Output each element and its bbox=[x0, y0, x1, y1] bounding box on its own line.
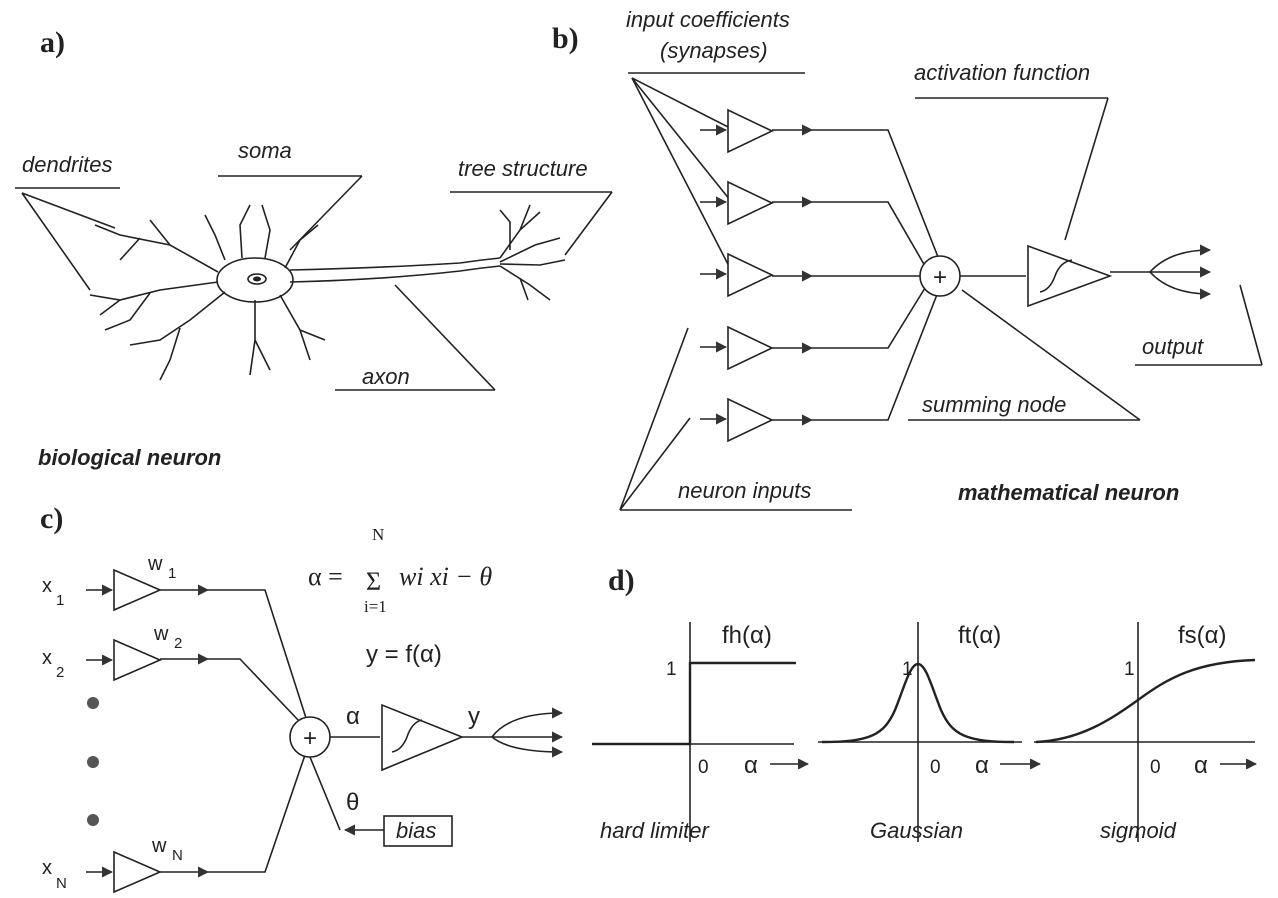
input-n-sub: N bbox=[56, 875, 67, 892]
eq-lhs: α = bbox=[308, 562, 343, 591]
y-label: y bbox=[468, 703, 480, 730]
input-ellipsis bbox=[87, 697, 99, 826]
gaussian-one: 1 bbox=[902, 659, 913, 680]
plot-hard-limiter: fh(α) 1 0 α hard limiter bbox=[592, 622, 810, 843]
activation-function-label: activation function bbox=[914, 60, 1090, 85]
hard-limiter-axis: α bbox=[744, 752, 758, 779]
input-n-label: x bbox=[42, 857, 52, 879]
summing-node-label: summing node bbox=[922, 392, 1066, 417]
input-1-label: x bbox=[42, 575, 52, 597]
synapse-amplifiers bbox=[700, 108, 941, 443]
plot-gaussian: ft(α) 1 0 α Gaussian bbox=[818, 622, 1042, 843]
eq-output: y = f(α) bbox=[366, 641, 442, 668]
activation-equation: N α = Σ wi xi − θ i=1 y = f(α) bbox=[308, 525, 492, 668]
hard-limiter-func-label: fh(α) bbox=[722, 622, 772, 649]
summing-node-c: + bbox=[289, 716, 331, 758]
weight-2-label: w bbox=[153, 623, 169, 645]
dendrites-label: dendrites bbox=[22, 152, 113, 177]
input-2-label: x bbox=[42, 647, 52, 669]
panel-a-callouts bbox=[15, 175, 613, 391]
panel-b-callouts bbox=[619, 72, 1263, 511]
bias-label: bias bbox=[396, 818, 436, 843]
panel-a: a) dendrites soma tree structure axon bi… bbox=[15, 26, 613, 470]
eq-lower-limit: i=1 bbox=[364, 597, 387, 616]
input-coefficients-label: input coefficients bbox=[626, 7, 790, 32]
eq-body: wi xi − θ bbox=[399, 562, 492, 591]
biological-neuron-title: biological neuron bbox=[38, 445, 221, 470]
tree-structure-label: tree structure bbox=[458, 156, 588, 181]
activation-function-c bbox=[381, 703, 465, 772]
weight-n-label: w bbox=[151, 835, 167, 857]
summing-node-c-symbol: + bbox=[303, 725, 317, 752]
input-2: x 2 w 2 bbox=[42, 623, 182, 681]
plot-sigmoid: fs(α) 1 0 α sigmoid bbox=[1034, 622, 1258, 843]
hard-limiter-name: hard limiter bbox=[600, 818, 710, 843]
panel-c-label: c) bbox=[40, 502, 63, 535]
sigmoid-axis: α bbox=[1194, 752, 1208, 779]
panel-a-label: a) bbox=[40, 26, 65, 59]
sigmoid-zero: 0 bbox=[1150, 757, 1161, 778]
input-2-sub: 2 bbox=[56, 664, 64, 681]
hard-limiter-zero: 0 bbox=[698, 757, 709, 778]
bias-box: bias bbox=[383, 815, 453, 847]
gaussian-name: Gaussian bbox=[870, 818, 963, 843]
input-n: x N w N bbox=[42, 835, 183, 892]
eq-upper-limit: N bbox=[372, 525, 384, 544]
panel-c: c) N α = Σ wi xi − θ i=1 y = f(α) x 1 w … bbox=[40, 502, 564, 894]
theta-label: θ bbox=[346, 789, 359, 816]
weight-2-sub: 2 bbox=[174, 635, 182, 652]
panel-d: d) fh(α) 1 0 α hard limiter ft(α) 1 0 α … bbox=[592, 564, 1258, 843]
weight-1-sub: 1 bbox=[168, 565, 176, 582]
gaussian-func-label: ft(α) bbox=[958, 622, 1001, 649]
sigmoid-func-label: fs(α) bbox=[1178, 622, 1227, 649]
synapses-label: (synapses) bbox=[660, 38, 768, 63]
activation-function-b bbox=[1027, 244, 1113, 308]
input-1-sub: 1 bbox=[56, 592, 64, 609]
summing-node-b-symbol: + bbox=[933, 264, 947, 291]
output-label: output bbox=[1142, 334, 1204, 359]
soma-label: soma bbox=[238, 138, 292, 163]
gaussian-axis: α bbox=[975, 752, 989, 779]
alpha-label: α bbox=[346, 703, 360, 730]
panel-d-label: d) bbox=[608, 564, 635, 597]
panel-b-label: b) bbox=[552, 22, 579, 55]
gaussian-zero: 0 bbox=[930, 757, 941, 778]
weight-1-label: w bbox=[147, 553, 163, 575]
panel-b: b) input coefficients (synapses) activat… bbox=[552, 7, 1263, 511]
axon-label: axon bbox=[362, 364, 410, 389]
hard-limiter-one: 1 bbox=[666, 659, 677, 680]
summing-node-b: + bbox=[919, 255, 961, 297]
input-1: x 1 w 1 bbox=[42, 553, 176, 609]
neuron-inputs-label: neuron inputs bbox=[678, 478, 811, 503]
eq-sigma: Σ bbox=[366, 567, 381, 596]
sigmoid-one: 1 bbox=[1124, 659, 1135, 680]
biological-neuron-drawing bbox=[89, 204, 566, 381]
weight-n-sub: N bbox=[172, 847, 183, 864]
mathematical-neuron-title: mathematical neuron bbox=[958, 480, 1179, 505]
